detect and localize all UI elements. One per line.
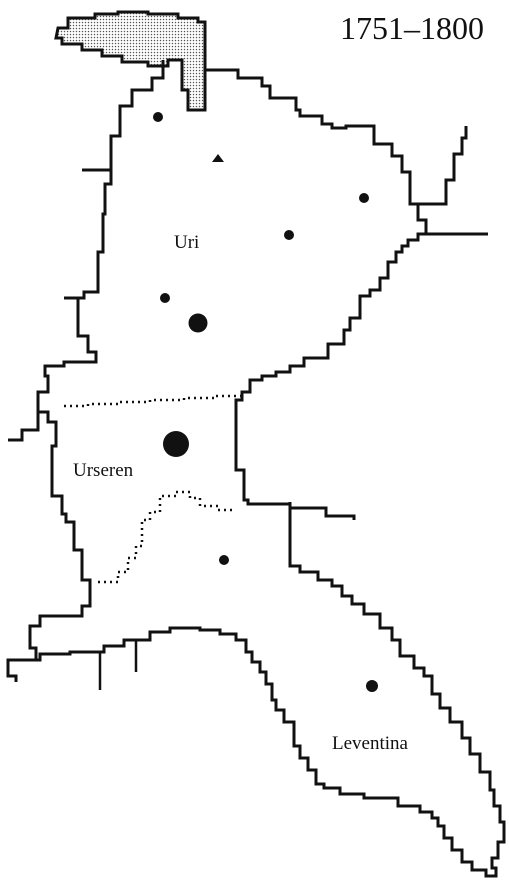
settlement-dot (366, 680, 378, 692)
settlement-dot (219, 555, 229, 565)
dotted-boundary-north (64, 394, 242, 408)
region-label-leventina: Leventina (332, 733, 408, 754)
boundary-spur-west (8, 168, 112, 442)
region-label-uri: Uri (174, 232, 200, 253)
settlement-triangle (212, 154, 224, 162)
settlement-dot (359, 193, 369, 203)
dotted-boundary-south (98, 490, 236, 584)
settlement-dot (284, 230, 294, 240)
eastern-boundary (205, 68, 428, 520)
outer-boundary (6, 60, 165, 682)
settlement-dot (153, 112, 163, 122)
southern-boundary (16, 502, 506, 878)
boundary-ticks-south (98, 640, 138, 690)
boundary-spur-east (418, 126, 488, 236)
region-label-urseren: Urseren (73, 460, 134, 481)
stippled-exclave (54, 10, 207, 112)
period-title: 1751–1800 (340, 10, 484, 46)
settlement-dot-largest (163, 431, 189, 457)
settlement-dot-large (188, 313, 208, 333)
settlement-dot (160, 293, 170, 303)
